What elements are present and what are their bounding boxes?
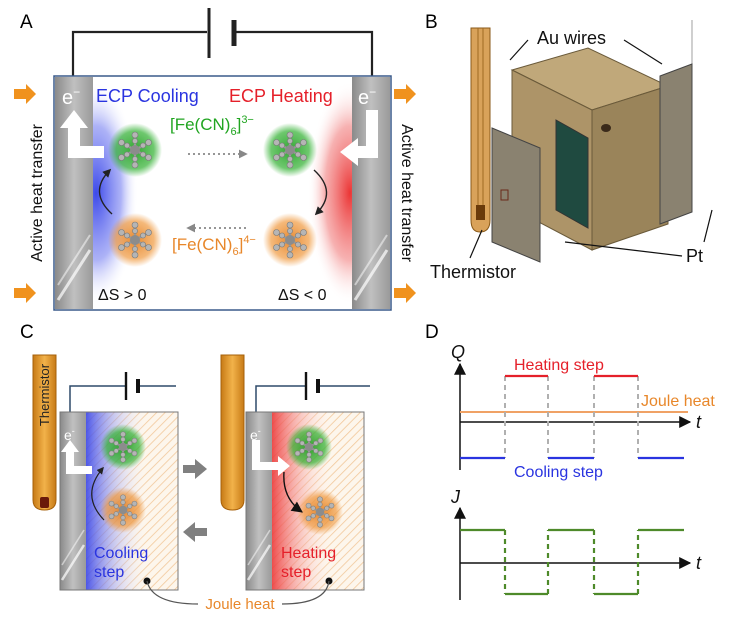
electron-arrow-c-right xyxy=(252,440,290,476)
heating-step-label-d: Heating step xyxy=(514,357,604,374)
panel-b-letter: B xyxy=(425,12,438,33)
arrow-to-cooling xyxy=(183,522,207,542)
au-wires-label: Au wires xyxy=(537,28,606,48)
fe3-complex-c-right xyxy=(286,424,332,470)
left-electrode-a xyxy=(55,77,93,309)
heating-step-line1: Heating xyxy=(281,545,336,562)
battery-circuit-a xyxy=(71,8,374,82)
t-axis-label-j: t xyxy=(696,553,702,573)
panel-b: B Au wires Thermistor xyxy=(425,12,713,282)
au-wire-left xyxy=(509,39,529,61)
fe3-label: [Fe(CN)6]3− xyxy=(170,114,254,138)
panel-c-letter: C xyxy=(20,322,34,343)
heat-arrows-a xyxy=(14,84,416,303)
battery-circuit-c-right xyxy=(255,372,370,422)
pt-plate-left xyxy=(491,127,541,263)
delta-s-right: ΔS < 0 xyxy=(278,287,327,304)
cooling-step-label-d: Cooling step xyxy=(514,464,603,481)
panel-a: A e− e− xyxy=(14,8,416,311)
fe4-label: [Fe(CN)6]4− xyxy=(172,234,256,258)
curved-arrow-c-right xyxy=(283,471,303,513)
curved-arrow-c-left xyxy=(91,466,105,521)
arrow-to-heating xyxy=(183,459,207,479)
joule-bracket-c xyxy=(146,580,330,605)
electron-label-c-right: e- xyxy=(250,426,261,443)
joule-heat-label-c: Joule heat xyxy=(205,596,275,613)
panel-d: D Q t xyxy=(425,322,715,600)
electron-arrow-right-a xyxy=(340,110,378,166)
fe3-complex-c-left xyxy=(100,424,146,470)
electron-arrow-left-a xyxy=(60,110,104,158)
curved-arrow-left-a xyxy=(98,168,113,215)
t-axis-label-q: t xyxy=(696,412,702,432)
thermistor-probe-b xyxy=(470,27,491,233)
thermistor-label-c: Thermistor xyxy=(37,363,52,426)
pt-leader-right xyxy=(703,209,713,243)
electron-label-left-a: e− xyxy=(62,85,80,109)
fe3-complex-left xyxy=(108,123,162,177)
q-waveform xyxy=(460,374,684,460)
cooling-step-line2: step xyxy=(94,564,124,581)
cooling-step-line1: Cooling xyxy=(94,545,148,562)
delta-s-left: ΔS > 0 xyxy=(98,287,147,304)
electron-label-right-a: e− xyxy=(358,85,376,109)
fe4-complex-c-right xyxy=(297,489,343,535)
fe4-complex-left xyxy=(108,213,162,267)
fe3-complex-right xyxy=(263,123,317,177)
fe4-complex-right xyxy=(263,213,317,267)
electron-label-c-left: e- xyxy=(64,426,75,443)
curved-arrow-right-a xyxy=(313,169,328,216)
pt-leader-left xyxy=(564,241,683,257)
pt-plate-right xyxy=(659,63,693,225)
active-heat-transfer-left: Active heat transfer xyxy=(29,123,46,262)
q-axes xyxy=(454,362,692,470)
fe4-complex-c-left xyxy=(100,487,146,533)
panel-a-letter: A xyxy=(20,12,33,33)
thermistor-c-left: Thermistor xyxy=(32,354,57,511)
pt-label: Pt xyxy=(686,246,703,266)
j-axes xyxy=(454,506,692,600)
j-waveform xyxy=(460,528,684,596)
ecp-cooling-label: ECP Cooling xyxy=(96,86,199,106)
thermistor-leader-b xyxy=(469,229,483,259)
active-heat-transfer-right: Active heat transfer xyxy=(398,124,415,263)
j-axis-label: J xyxy=(450,487,461,507)
electron-arrow-c-left xyxy=(61,440,92,474)
joule-heat-label-d: Joule heat xyxy=(641,393,715,410)
panel-c: C Thermistor e- xyxy=(20,322,370,613)
thermistor-c-right xyxy=(220,354,245,511)
au-wire-right xyxy=(623,39,663,65)
ecp-heating-label: ECP Heating xyxy=(229,86,333,106)
panel-d-letter: D xyxy=(425,322,439,343)
thermistor-label-b: Thermistor xyxy=(430,262,516,282)
heating-step-line2: step xyxy=(281,564,311,581)
q-axis-label: Q xyxy=(451,342,465,362)
battery-circuit-c-left xyxy=(69,372,176,422)
